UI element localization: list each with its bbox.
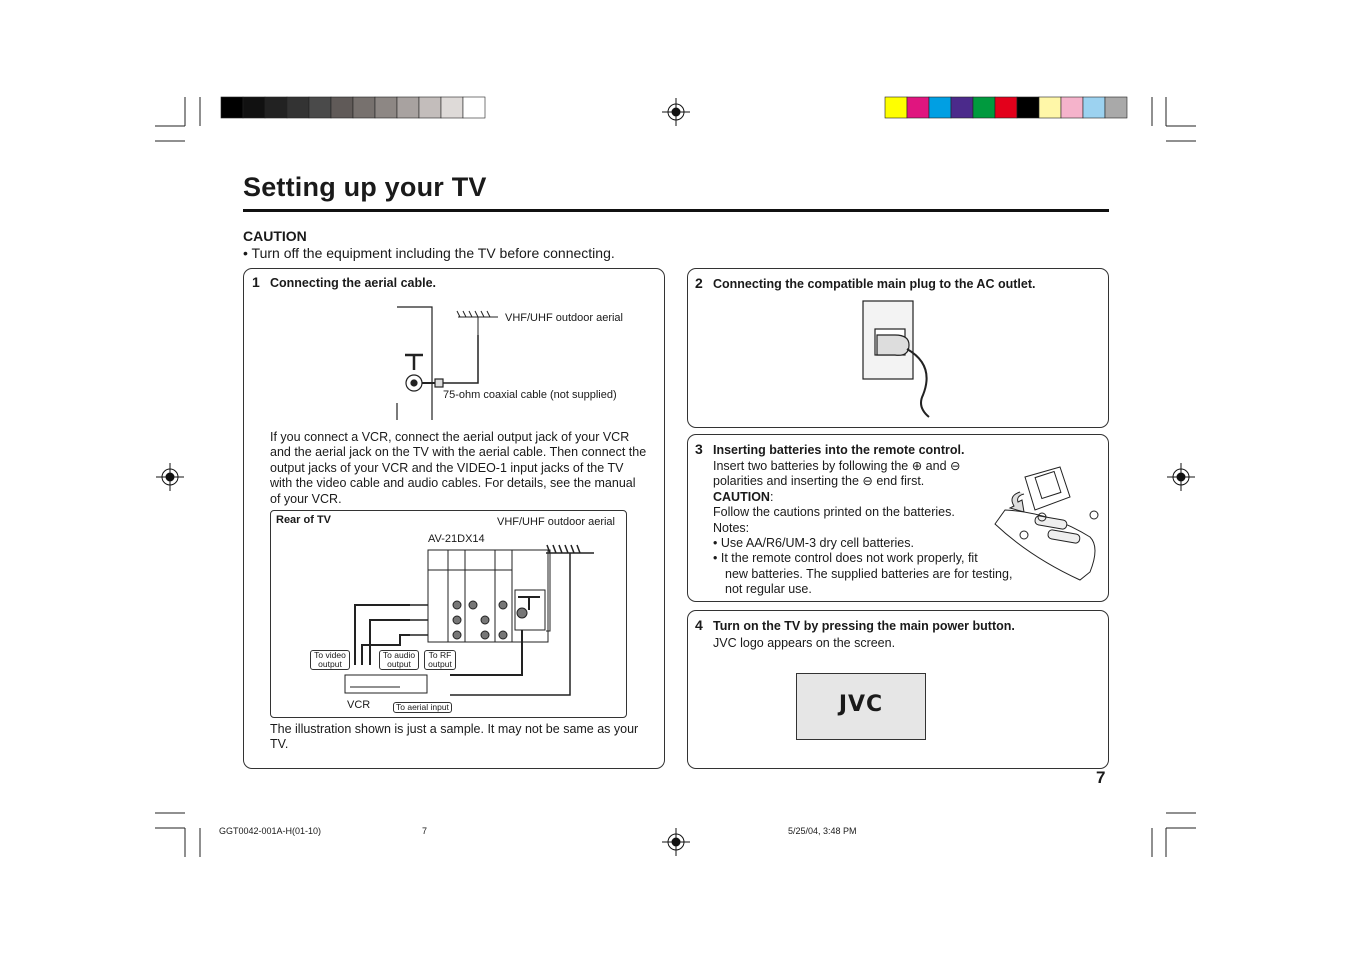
- step3-body: Insert two batteries by following the ⊕ …: [713, 459, 1013, 597]
- vcr-label: VCR: [347, 699, 371, 711]
- color-swatch: [994, 96, 1018, 119]
- color-swatch: [462, 96, 486, 119]
- step2-title: Connecting the compatible main plug to t…: [713, 277, 1036, 291]
- title-rule: [243, 209, 1109, 212]
- jvc-screen-illustration: JVC: [796, 673, 926, 740]
- color-swatch: [308, 96, 332, 119]
- color-swatch: [972, 96, 996, 119]
- color-swatch: [352, 96, 376, 119]
- page-title: Setting up your TV: [243, 172, 487, 202]
- coax-cable-label: 75-ohm coaxial cable (not supplied): [443, 389, 617, 401]
- color-swatch: [220, 96, 244, 119]
- caution-text: • Turn off the equipment including the T…: [243, 245, 615, 261]
- to-rf-output-label: To RF output: [424, 650, 456, 670]
- ac-outlet-illustration: [862, 300, 930, 418]
- remote-battery-illustration: [994, 466, 1099, 581]
- color-swatch: [418, 96, 442, 119]
- step1-paragraph: If you connect a VCR, connect the aerial…: [270, 430, 647, 506]
- footer-page: 7: [422, 826, 428, 836]
- step1-note: The illustration shown is just a sample.…: [270, 722, 639, 752]
- step1-number: 1: [252, 274, 260, 290]
- color-swatch: [1060, 96, 1084, 119]
- color-swatch: [440, 96, 464, 119]
- color-swatch: [330, 96, 354, 119]
- grayscale-bar: [220, 96, 486, 119]
- aerial-label: VHF/UHF outdoor aerial: [505, 312, 623, 324]
- color-swatch: [950, 96, 974, 119]
- process-color-bar: [884, 96, 1128, 119]
- color-swatch: [264, 96, 288, 119]
- vcr-wiring-illustration: [344, 544, 594, 696]
- color-swatch: [1082, 96, 1106, 119]
- footer-code: GGT0042-001A-H(01-10): [219, 826, 322, 836]
- step1-title: Connecting the aerial cable.: [270, 276, 437, 290]
- color-swatch: [906, 96, 930, 119]
- color-swatch: [884, 96, 908, 119]
- footer-date: 5/25/04, 3:48 PM: [788, 826, 857, 836]
- step4-body: JVC logo appears on the screen.: [713, 636, 896, 650]
- color-swatch: [1104, 96, 1128, 119]
- color-swatch: [286, 96, 310, 119]
- color-swatch: [1016, 96, 1040, 119]
- to-audio-output-label: To audio output: [379, 650, 419, 670]
- page-number: 7: [1096, 768, 1106, 787]
- step4-number: 4: [695, 617, 703, 633]
- color-swatch: [396, 96, 420, 119]
- step4-title: Turn on the TV by pressing the main powe…: [713, 619, 1015, 633]
- to-video-output-label: To video output: [310, 650, 350, 670]
- color-swatch: [1038, 96, 1062, 119]
- caution-heading: CAUTION: [243, 228, 307, 244]
- color-swatch: [374, 96, 398, 119]
- to-aerial-input-label: To aerial input: [393, 702, 452, 713]
- aerial-connection-diagram: [396, 306, 498, 420]
- color-swatch: [242, 96, 266, 119]
- model-label: AV-21DX14: [428, 533, 485, 545]
- step3-number: 3: [695, 441, 703, 457]
- step2-number: 2: [695, 275, 703, 291]
- registration-marks: [156, 98, 1195, 856]
- vhf-uhf-label-2: VHF/UHF outdoor aerial: [497, 516, 615, 528]
- rear-of-tv-label: Rear of TV: [276, 514, 332, 526]
- jvc-logo: JVC: [838, 692, 884, 717]
- rear-of-tv-diagram: [270, 510, 627, 718]
- step1-panel: [243, 268, 665, 769]
- color-swatch: [928, 96, 952, 119]
- step3-title: Inserting batteries into the remote cont…: [713, 443, 965, 457]
